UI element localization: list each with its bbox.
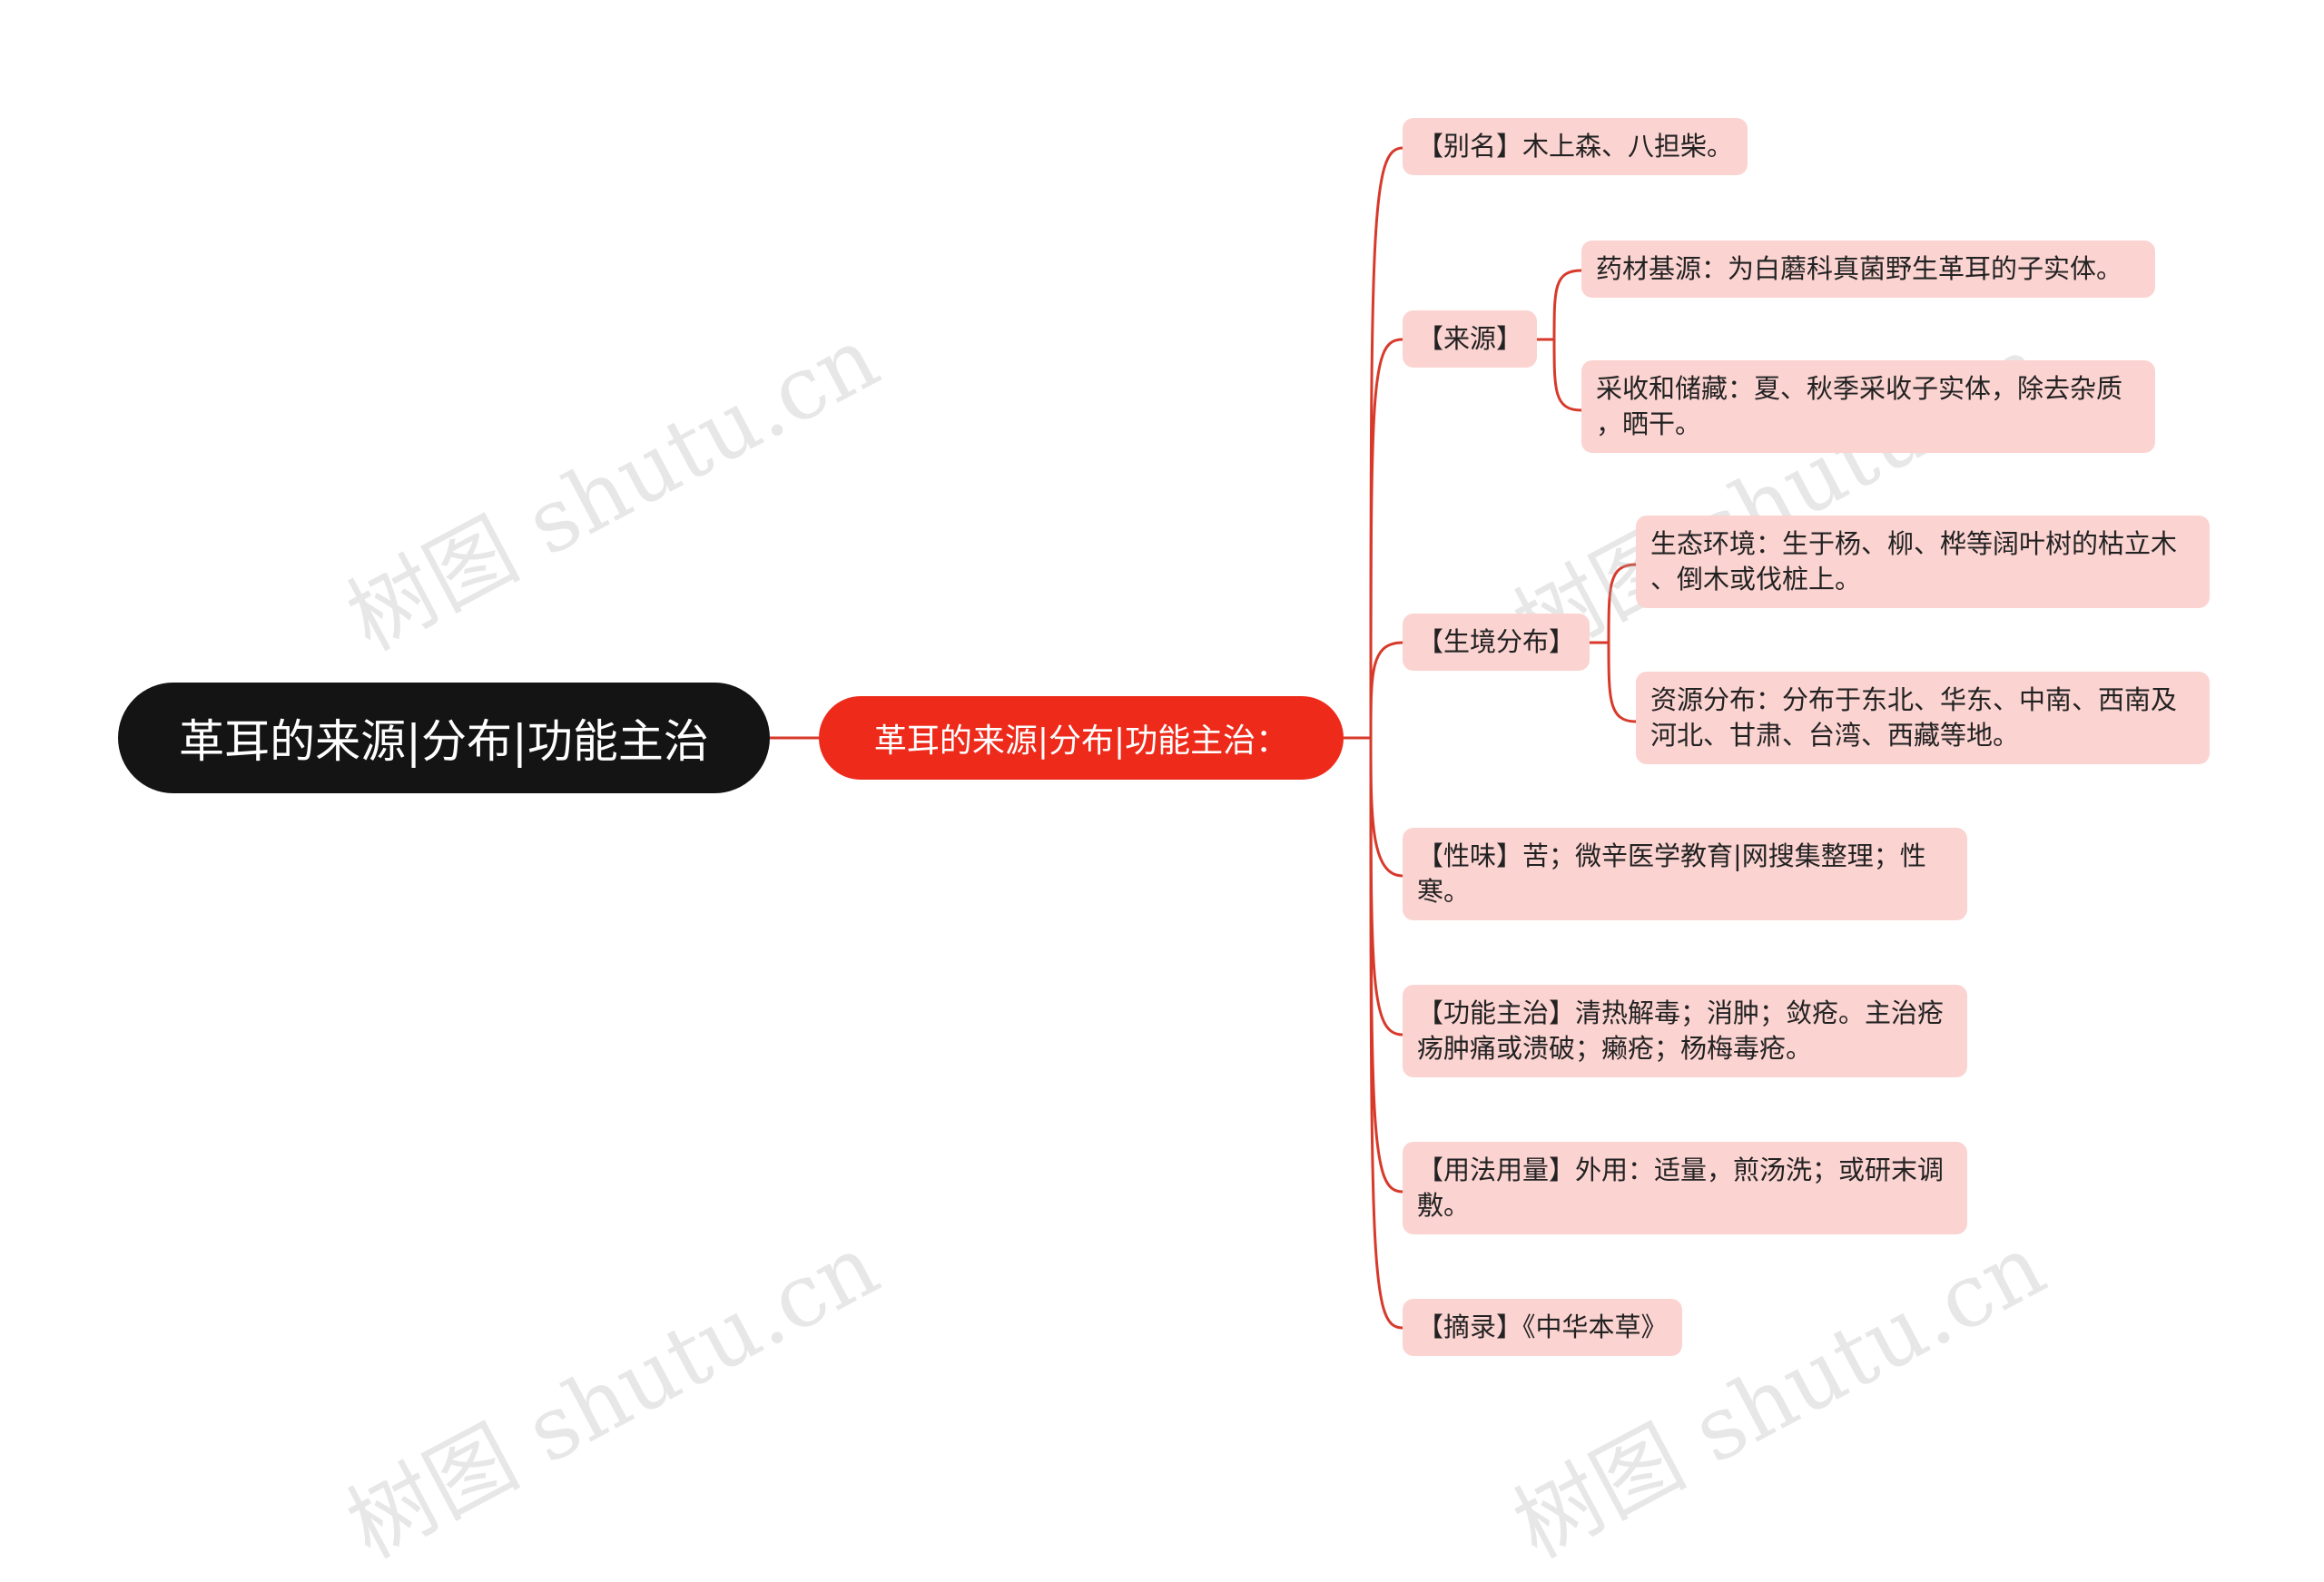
branch-excerpt[interactable]: 【摘录】《中华本草》 (1403, 1299, 1682, 1356)
connector-source (1369, 338, 1403, 739)
branch-taste[interactable]: 【性味】苦；微辛医学教育|网搜集整理；性 寒。 (1403, 828, 1967, 920)
leaf-line: 寒。 (1417, 876, 1471, 907)
connector-alias (1369, 146, 1403, 739)
root-node[interactable]: 革耳的来源|分布|功能主治 (118, 683, 770, 793)
connector-habitat-child1 (1607, 563, 1637, 644)
leaf-line: ，晒干。 (1596, 408, 1702, 439)
leaf-line: 疡肿痛或溃破；癞疮；杨梅毒疮。 (1417, 1033, 1813, 1064)
center-node[interactable]: 革耳的来源|分布|功能主治： (819, 696, 1344, 780)
leaf-line: 敷。 (1417, 1190, 1471, 1221)
connector-taste (1369, 737, 1403, 878)
habitat-child-distribution[interactable]: 资源分布：分布于东北、华东、中南、西南及 河北、甘肃、台湾、西藏等地。 (1636, 672, 2210, 764)
leaf-line: 、倒木或伐桩上。 (1650, 564, 1862, 594)
leaf-line: 采收和储藏：夏、秋季采收子实体，除去杂质 (1596, 373, 2123, 404)
branch-alias[interactable]: 【别名】木上森、八担柴。 (1403, 118, 1748, 175)
leaf-line: 河北、甘肃、台湾、西藏等地。 (1650, 720, 2020, 751)
source-child-origin[interactable]: 药材基源：为白蘑科真菌野生革耳的子实体。 (1581, 241, 2155, 298)
source-child-harvest[interactable]: 采收和储藏：夏、秋季采收子实体，除去杂质 ，晒干。 (1581, 360, 2155, 453)
branch-source[interactable]: 【来源】 (1403, 310, 1538, 368)
leaf-line: 资源分布：分布于东北、华东、中南、西南及 (1650, 684, 2178, 715)
habitat-child-ecology[interactable]: 生态环境：生于杨、柳、桦等阔叶树的枯立木 、倒木或伐桩上。 (1636, 516, 2210, 608)
connector-source-child2 (1552, 339, 1582, 412)
connector-habitat (1369, 641, 1403, 739)
leaf-line: 【性味】苦；微辛医学教育|网搜集整理；性 (1417, 840, 1926, 871)
branch-function[interactable]: 【功能主治】清热解毒；消肿；敛疮。主治疮 疡肿痛或溃破；癞疮；杨梅毒疮。 (1403, 985, 1967, 1077)
leaf-line: 【用法用量】外用：适量，煎汤洗；或研末调 (1417, 1155, 1945, 1185)
leaf-line: 药材基源：为白蘑科真菌野生革耳的子实体。 (1596, 253, 2123, 284)
connector-function (1369, 737, 1403, 1037)
connector-usage (1369, 737, 1403, 1194)
leaf-line: 【功能主治】清热解毒；消肿；敛疮。主治疮 (1417, 997, 1945, 1028)
connector-source-child1 (1552, 269, 1582, 340)
connector-excerpt (1369, 737, 1403, 1330)
branch-habitat[interactable]: 【生境分布】 (1403, 614, 1590, 671)
connector-habitat-child2 (1607, 642, 1637, 723)
branch-usage[interactable]: 【用法用量】外用：适量，煎汤洗；或研末调 敷。 (1403, 1142, 1967, 1234)
leaf-line: 生态环境：生于杨、柳、桦等阔叶树的枯立木 (1650, 528, 2178, 559)
connector-lines (770, 146, 1637, 1330)
